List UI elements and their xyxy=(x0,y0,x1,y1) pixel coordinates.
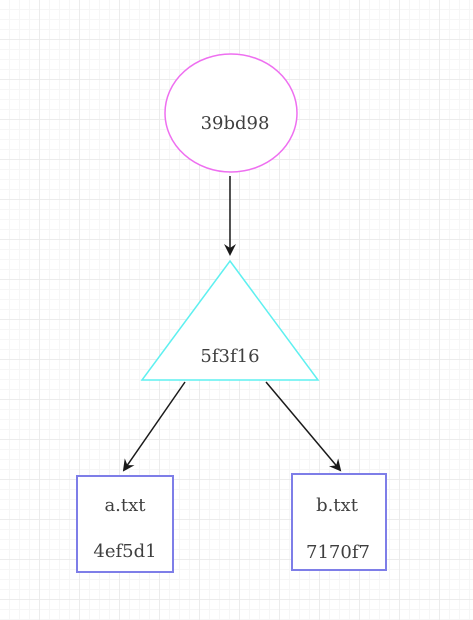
commit-hash-label: 39bd98 xyxy=(201,113,270,134)
blob-a-hash: 4ef5d1 xyxy=(93,541,156,562)
tree-triangle xyxy=(140,259,320,381)
blob-b-filename: b.txt xyxy=(316,495,359,516)
blob-a-filename: a.txt xyxy=(104,495,146,516)
tree-node[interactable]: 5f3f16 xyxy=(140,259,320,381)
commit-ellipse xyxy=(164,53,298,173)
edge-tree-to-blob-b xyxy=(265,381,342,472)
edges xyxy=(122,176,342,472)
blob-b-hash: 7170f7 xyxy=(306,542,370,563)
blob-a-node[interactable]: a.txt 4ef5d1 xyxy=(76,475,174,573)
edge-tree-to-blob-a xyxy=(122,381,186,472)
tree-hash-label: 5f3f16 xyxy=(200,346,259,367)
blob-b-node[interactable]: b.txt 7170f7 xyxy=(291,473,387,571)
blob-b-box xyxy=(291,473,387,571)
blob-a-box xyxy=(76,475,174,573)
commit-node[interactable]: 39bd98 xyxy=(164,53,298,173)
